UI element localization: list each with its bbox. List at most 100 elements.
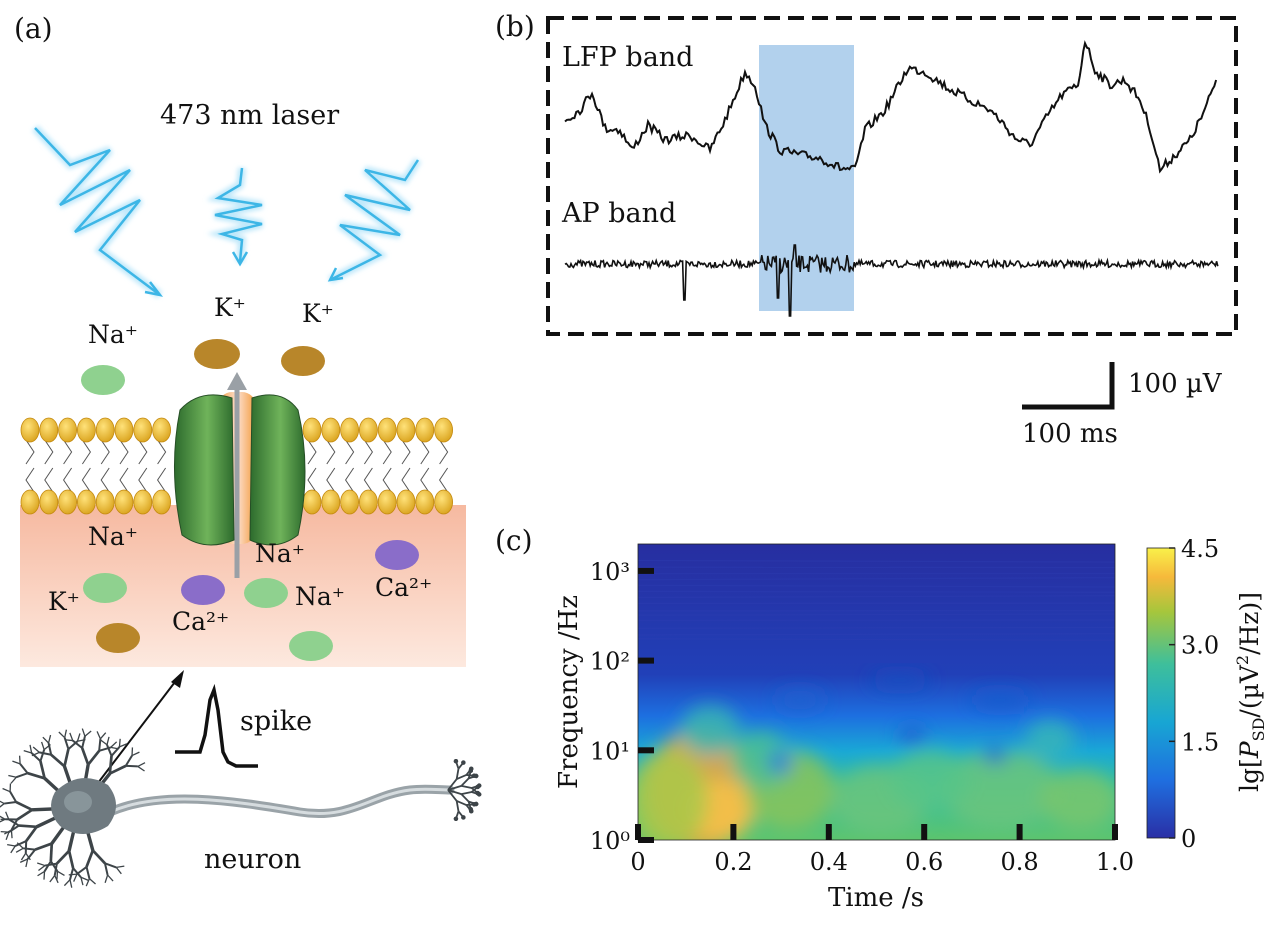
ion-label-ca-in2: Ca²⁺ [375,573,432,602]
laser-wave-right [327,157,422,284]
lipid-head [77,417,96,443]
lipid-head [39,417,59,443]
recording-frame [546,16,1238,336]
y-tick-label: 10² [590,648,630,676]
ion-label-na-in2: Na⁺ [255,539,305,568]
x-tick-label: 0 [630,848,645,876]
ap-band-label: AP band [561,198,676,229]
lipid-head [340,489,360,515]
lipid-head [20,417,40,443]
colorbar-tick-label: 1.5 [1181,728,1219,756]
lipid-head [358,489,378,515]
colorbar-tick-label: 4.5 [1181,535,1219,563]
lipid-head [95,489,115,515]
zoom-arrowhead [171,670,184,688]
lipid-bilayer [20,417,454,515]
k-ion [96,623,140,653]
lipid-head [415,489,435,515]
plot-frame [637,543,1116,841]
laser-wave-left [32,125,164,299]
colorbar-title: lg[PSD/(µV2/Hz)] [1233,592,1268,792]
panel-c-label: (c) [495,524,533,557]
laser-label: 473 nm laser [160,100,339,131]
x-tick-mark [730,824,737,840]
lipid-head [95,417,115,443]
panel-b: (b) LFP band AP band 100 µV 100 ms [495,10,1238,449]
lipid-head [39,489,59,515]
y-tick-mark [638,837,654,843]
colorbar-tick-label: 3.0 [1181,632,1219,660]
lipid-head [377,417,397,443]
x-axis-title: Time /s [828,883,924,913]
lipid-head [302,489,322,515]
y-axis-title: Frequency /Hz [554,595,584,789]
panel-a-label: (a) [14,12,53,45]
lfp-trace [564,40,1218,174]
spike-waveform [175,683,258,768]
scale-bar [1022,362,1115,410]
lipid-head [434,417,454,443]
k-ion [281,346,325,376]
y-tick-mark [638,657,654,664]
lipid-head [133,489,153,515]
na-ion [244,578,288,608]
lfp-band-label: LFP band [562,42,693,73]
lipid-head [377,489,397,515]
x-tick-mark [635,824,641,840]
laser-wave-middle [206,167,263,267]
neuron-label: neuron [204,844,301,875]
lipid-head [321,417,341,443]
lipid-head [152,489,172,515]
y-tick-mark [638,567,654,574]
y-tick-mark [638,747,654,754]
spectrogram [638,544,1115,840]
lipid-head [58,489,77,515]
y-tick-label: 10⁰ [590,827,630,855]
ion-label-ca-in1: Ca²⁺ [172,607,229,636]
na-ion [289,631,333,661]
lipid-head [58,417,77,443]
ca-ion [181,575,225,605]
ca-ion [375,540,419,570]
na-ion [83,573,127,603]
ion-label-k-top2: K⁺ [302,299,334,328]
ion-label-na-in1: Na⁺ [88,522,138,551]
lipid-head [77,489,96,515]
x-tick-mark [825,824,832,840]
x-tick-mark [1112,824,1118,840]
lipid-head [434,489,454,515]
x-tick-mark [921,824,928,840]
ion-label-k-top1: K⁺ [214,293,246,322]
axon-terminals [447,759,482,821]
lipid-head [358,417,378,443]
spike-label: spike [240,706,312,737]
lipid-head [114,417,134,443]
zoom-arrow [84,677,179,801]
y-tick-label: 10¹ [590,737,630,765]
x-tick-label: 0.8 [1001,848,1039,876]
x-tick-label: 0.6 [905,848,943,876]
lipid-head [20,489,40,515]
panel-b-label: (b) [495,10,535,43]
ion-label-na-top: Na⁺ [88,320,138,349]
channel-subunit-left [174,394,235,546]
ion-channel [174,372,306,578]
x-tick-label: 0.2 [714,848,752,876]
lipid-head [340,417,360,443]
lipid-head [321,489,341,515]
lipid-head [415,417,435,443]
neuron [0,728,482,888]
ion-label-k-in: K⁺ [48,587,80,616]
colorbar-tick-label: 0 [1181,825,1196,853]
ion-label-na-in3: Na⁺ [295,582,345,611]
ion-flow-arrowhead [227,372,247,390]
laser-waves [32,125,422,299]
lipid-head [396,417,416,443]
panel-a: (a) 473 nm laser Na⁺ K⁺ K⁺ [0,12,482,888]
scale-time-label: 100 ms [1022,419,1118,449]
colorbar-ticks: 0 1.5 3.0 4.5 [1169,535,1219,853]
lipid-head [396,489,416,515]
